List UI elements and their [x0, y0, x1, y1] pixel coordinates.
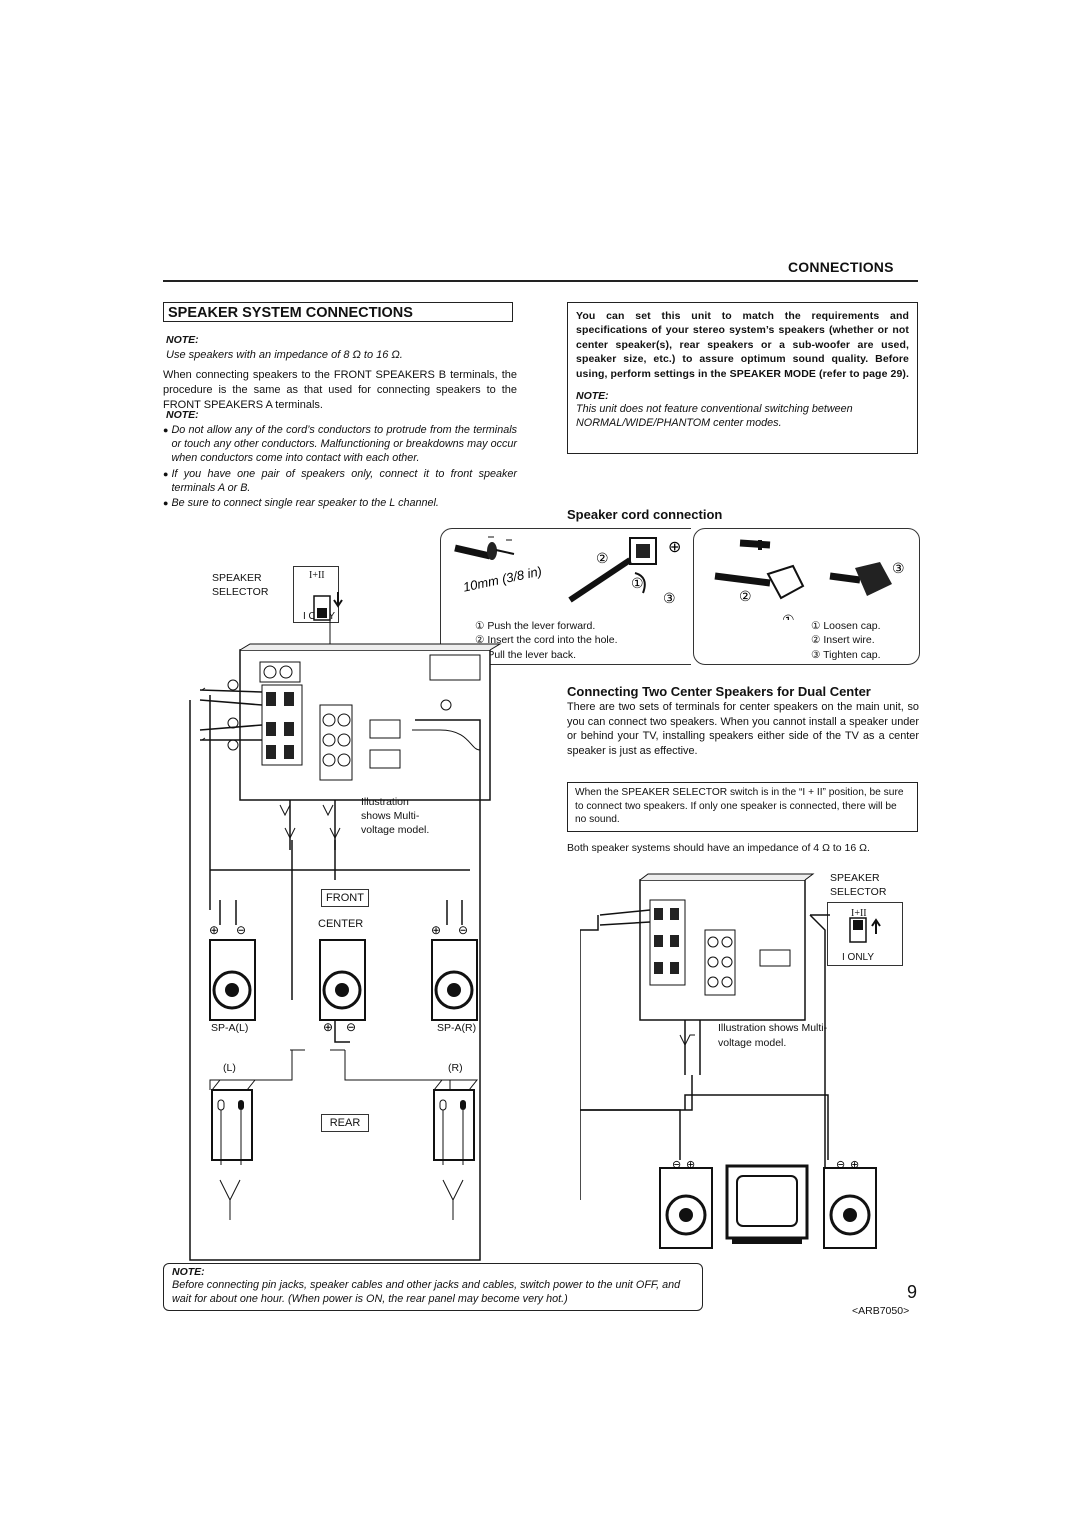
- caption-line: shows Multi-: [361, 810, 420, 822]
- svg-text:⊖: ⊖: [458, 923, 468, 937]
- cord-diagram-a-frame: [440, 528, 691, 665]
- step-line: ① Loosen cap.: [811, 620, 881, 632]
- rear-right-channel-label: (R): [448, 1062, 463, 1074]
- svg-text:⊕: ⊕: [850, 1159, 859, 1171]
- bottom-note-label: NOTE:: [172, 1266, 205, 1278]
- svg-text:⊖: ⊖: [236, 923, 246, 937]
- svg-text:⊕: ⊕: [323, 1020, 333, 1034]
- dual-center-right-speaker-icon: ⊖⊕: [823, 1159, 877, 1249]
- main-wiring-diagram: ⊕⊖ ⊕⊖ ⊕⊖: [189, 592, 502, 1261]
- svg-text:⊖: ⊖: [672, 1159, 681, 1171]
- bullet-item: ●Be sure to connect single rear speaker …: [163, 497, 439, 510]
- cord-diagram-svg: 10mm (3/8 in) ② ① ③ ⊕ ③ ② ①: [454, 536, 905, 620]
- speaker-label-2: SPEAKER: [830, 872, 880, 884]
- rear-left-channel-label: (L): [223, 1062, 236, 1074]
- cap-terminal-illustration: ③ ② ①: [714, 539, 905, 620]
- selector-label-2: SELECTOR: [830, 886, 887, 898]
- note-text: Use speakers with an impedance of 8 Ω to…: [166, 349, 403, 361]
- svg-text:②: ②: [596, 550, 609, 566]
- bottom-note-text: Before connecting pin jacks, speaker cab…: [172, 1279, 681, 1306]
- dual-center-left-speaker-icon: ⊖⊕: [659, 1159, 713, 1249]
- intro-paragraph: When connecting speakers to the FRONT SP…: [163, 369, 517, 411]
- rear-right-speaker-icon: [432, 1079, 479, 1220]
- svg-text:⊖: ⊖: [346, 1020, 356, 1034]
- bullet-item: ●If you have one pair of speakers only, …: [163, 467, 517, 494]
- front-left-speaker-icon: ⊕⊖: [209, 900, 256, 1021]
- center-mode-note: This unit does not feature conventional …: [576, 403, 853, 430]
- svg-text:②: ②: [739, 588, 752, 604]
- cap-steps: ① Loosen cap. ② Insert wire. ③ Tighten c…: [811, 619, 881, 662]
- selector-warning-box: When the SPEAKER SELECTOR switch is in t…: [567, 782, 918, 832]
- step-line: ① Push the lever forward.: [475, 620, 596, 632]
- step-line: ② Insert the cord into the hole.: [475, 634, 618, 647]
- svg-text:⊖: ⊖: [836, 1159, 845, 1171]
- speaker-mode-info-box: You can set this unit to match the requi…: [567, 302, 918, 454]
- rear-left-speaker-icon: [210, 1079, 257, 1220]
- svg-text:⊕: ⊕: [431, 923, 441, 937]
- cord-heading: Speaker cord connection: [567, 507, 723, 522]
- lever-terminal-illustration: ② ① ③ ⊕: [568, 537, 681, 606]
- speaker-mode-text: You can set this unit to match the requi…: [576, 310, 910, 380]
- illustration-caption-2: Illustration shows Multi-voltage model.: [718, 1022, 828, 1049]
- center-label: CENTER: [318, 918, 364, 930]
- dual-center-diagram: ⊖⊕ ⊖⊕: [580, 873, 881, 1249]
- sp-a-left-label: SP-A(L): [211, 1022, 249, 1034]
- selector-switch-inset-2: [827, 902, 903, 966]
- document-code: <ARB7050>: [852, 1305, 910, 1317]
- page-title: SPEAKER SYSTEM CONNECTIONS: [163, 302, 513, 322]
- note-label-2: NOTE:: [166, 409, 199, 421]
- selector-i-ii-label-2: I+II: [851, 908, 867, 919]
- page-number: 9: [907, 1282, 918, 1302]
- svg-text:⊕: ⊕: [209, 923, 219, 937]
- svg-text:⊕: ⊕: [686, 1159, 695, 1171]
- impedance-text: Both speaker systems should have an impe…: [567, 842, 870, 854]
- front-label: FRONT: [321, 889, 369, 907]
- dual-center-text: There are two sets of terminals for cent…: [567, 701, 919, 757]
- step-line: ② Insert wire.: [811, 634, 875, 647]
- caption-line: Illustration: [361, 796, 409, 808]
- section-header: CONNECTIONS: [788, 259, 894, 275]
- speaker-label: SPEAKER: [212, 572, 262, 584]
- svg-text:⊕: ⊕: [668, 539, 681, 556]
- step-line: ③ Pull the lever back.: [475, 648, 577, 661]
- step-line: ③ Tighten cap.: [811, 648, 881, 661]
- stripped-wire-illustration: [454, 536, 515, 560]
- svg-text:③: ③: [663, 590, 676, 606]
- bullet-item: ●Do not allow any of the cord’s conducto…: [163, 424, 517, 465]
- svg-text:①: ①: [782, 612, 795, 620]
- note-label-3: NOTE:: [576, 390, 609, 403]
- note-bullets: ●Do not allow any of the cord’s conducto…: [163, 423, 517, 510]
- illustration-caption: Illustration shows Multi- voltage model.: [361, 795, 429, 837]
- dual-center-heading: Connecting Two Center Speakers for Dual …: [567, 684, 871, 699]
- caption-line: voltage model.: [361, 824, 430, 836]
- cord-diagram-b-frame: [693, 528, 920, 665]
- selector-i-only-label-2: I ONLY: [842, 952, 875, 963]
- rear-label: REAR: [321, 1114, 369, 1132]
- front-right-speaker-icon: ⊕⊖: [431, 900, 478, 1021]
- center-speaker-icon: ⊕⊖: [319, 939, 366, 1043]
- selector-i-ii-label: I+II: [309, 570, 325, 581]
- svg-text:①: ①: [631, 575, 644, 591]
- header-rule: [163, 280, 918, 282]
- lever-steps: ① Push the lever forward. ② Insert the c…: [475, 619, 618, 662]
- tv-icon: [725, 1164, 809, 1244]
- svg-text:③: ③: [892, 560, 905, 576]
- note-label: NOTE:: [166, 334, 199, 346]
- bottom-note-box: NOTE: Before connecting pin jacks, speak…: [163, 1263, 703, 1311]
- sp-a-right-label: SP-A(R): [437, 1022, 477, 1034]
- selector-label: SELECTOR: [212, 586, 269, 598]
